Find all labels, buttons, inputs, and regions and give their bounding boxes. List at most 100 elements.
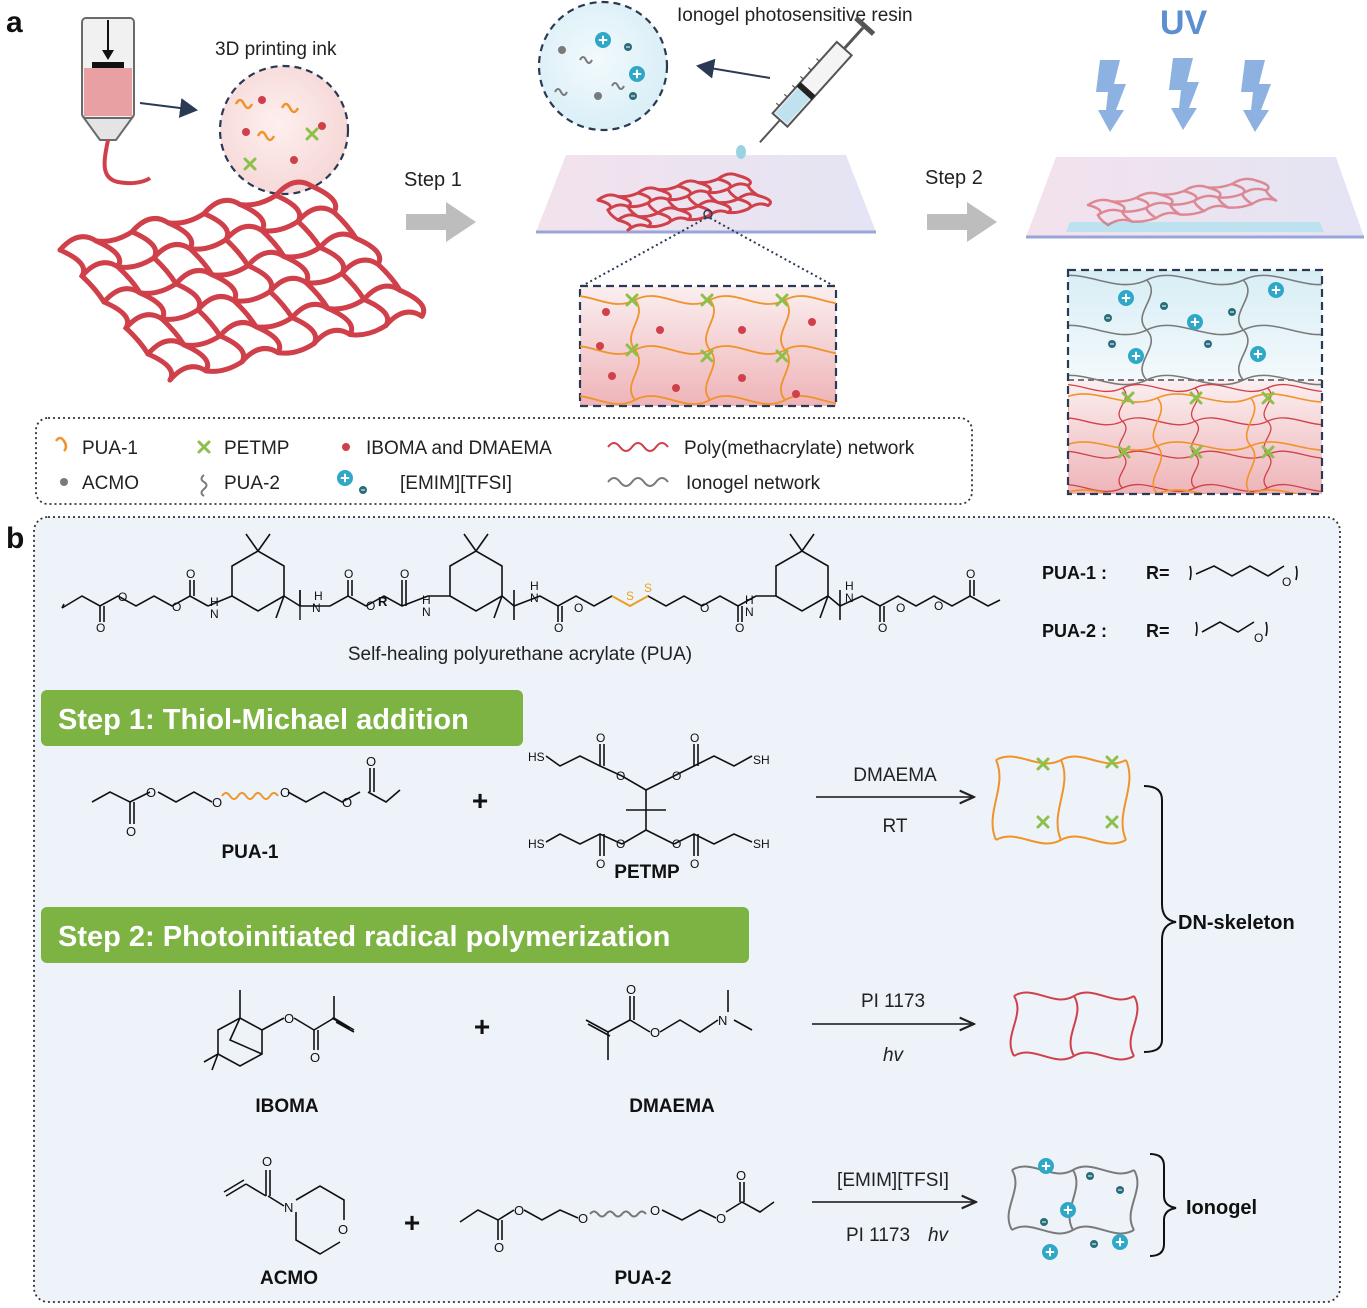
pua1-definition: PUA-1 :: [1042, 563, 1107, 583]
acmo-molecule: [223, 1170, 345, 1255]
svg-text:HS: HS: [528, 837, 545, 851]
svg-text:O: O: [514, 1203, 524, 1218]
svg-text:N: N: [422, 605, 431, 619]
pua2-chain: [589, 1210, 647, 1218]
pua2-definition: PUA-2 :: [1042, 621, 1107, 641]
svg-text:O: O: [690, 731, 699, 745]
step2-label: Step 2: [925, 167, 983, 189]
svg-text:N: N: [312, 601, 321, 615]
svg-text:H: H: [530, 579, 539, 593]
legend-acmo-icon: [60, 478, 68, 486]
svg-text:S: S: [644, 581, 652, 595]
svg-text:O: O: [212, 795, 222, 810]
svg-text:O: O: [616, 837, 625, 851]
svg-text:O: O: [280, 785, 290, 800]
pua-caption: Self-healing polyurethane acrylate (PUA): [348, 644, 692, 665]
legend-ionogel-network-icon: [607, 477, 669, 487]
thiol-michael-network: [991, 755, 1131, 845]
poly-methacrylate-network: [1009, 991, 1139, 1061]
reaction1-reagent2: PETMP: [614, 862, 680, 883]
svg-text:N: N: [284, 1200, 293, 1215]
svg-text:N: N: [718, 1013, 727, 1028]
svg-text:O: O: [736, 1168, 746, 1183]
step1-banner: Step 1: Thiol-Michael addition: [41, 690, 523, 746]
zoom-network-ink: [578, 284, 838, 408]
svg-text:O: O: [342, 795, 352, 810]
svg-text:O: O: [616, 769, 625, 783]
svg-text:O: O: [626, 982, 636, 997]
pua1-molecule: [91, 768, 401, 824]
reaction3-condition-below-b: hv: [928, 1225, 950, 1246]
svg-text:O: O: [366, 599, 375, 613]
svg-text:O: O: [554, 621, 563, 635]
pua1-r-structure: [1189, 565, 1298, 581]
uv-label: UV: [1160, 4, 1208, 42]
svg-text:O: O: [672, 769, 681, 783]
ionogel-label: Ionogel: [1186, 1197, 1257, 1219]
svg-text:O: O: [966, 567, 975, 581]
legend-pua2-icon: [200, 474, 208, 497]
svg-text:O: O: [735, 621, 744, 635]
svg-text:O: O: [716, 1211, 726, 1226]
svg-text:O: O: [310, 1050, 320, 1065]
svg-text:O: O: [878, 621, 887, 635]
svg-text:R: R: [378, 594, 388, 609]
svg-text:N: N: [745, 605, 754, 619]
svg-text:O: O: [700, 601, 709, 615]
disulfide-bond: [611, 595, 649, 608]
panel-b-label: b: [6, 522, 24, 555]
ink-title: 3D printing ink: [215, 39, 337, 60]
uv-bolts-icon: [1096, 58, 1271, 132]
dn-skeleton-label: DN-skeleton: [1178, 912, 1295, 934]
svg-text:O: O: [574, 601, 583, 615]
ionogel-network: [1007, 1157, 1139, 1261]
legend: PUA-1 PETMP IBOMA and DMAEMA Poly(methac…: [35, 417, 973, 505]
reaction2-reagent2: DMAEMA: [629, 1096, 715, 1117]
syringe-icon: [759, 16, 876, 143]
svg-text:O: O: [650, 1025, 660, 1040]
pua2-molecule: [459, 1182, 775, 1240]
legend-anion-icon: [358, 485, 368, 495]
svg-text:O: O: [172, 600, 181, 614]
svg-text:HS: HS: [528, 750, 545, 764]
legend-emim: [EMIM][TFSI]: [400, 473, 512, 494]
svg-text:Step 1: Thiol-Michael addition: Step 1: Thiol-Michael addition: [58, 704, 469, 736]
svg-text:O: O: [284, 1011, 294, 1026]
svg-text:O: O: [262, 1154, 272, 1169]
dmaema-molecule: [585, 990, 753, 1060]
reaction2-condition-above: PI 1173: [861, 991, 925, 1012]
svg-text:H: H: [422, 593, 431, 607]
svg-text:O: O: [596, 857, 605, 871]
pua-atoms: O O O O N H H N O O R O H N H N O O S S …: [96, 567, 975, 635]
legend-petmp: PETMP: [224, 438, 289, 459]
legend-poly-network-icon: [607, 442, 669, 452]
legend-pua1: PUA-1: [82, 438, 138, 459]
panel-a-label: a: [6, 6, 23, 39]
svg-text:SH: SH: [753, 837, 770, 851]
resin-title: Ionogel photosensitive resin: [677, 5, 913, 26]
legend-acmo: ACMO: [82, 473, 139, 494]
reaction1-reagent1: PUA-1: [221, 842, 278, 863]
legend-ionogel-network: Ionogel network: [686, 473, 821, 494]
plus-3: +: [404, 1207, 420, 1238]
zoom-network-dual: [1066, 268, 1324, 496]
svg-text:H: H: [845, 579, 854, 593]
reaction1-condition-above: DMAEMA: [853, 765, 937, 786]
step1-label: Step 1: [404, 169, 462, 191]
step1-arrow: [406, 202, 476, 242]
legend-pua1-icon: [54, 436, 68, 452]
step2-banner: Step 2: Photoinitiated radical polymeriz…: [41, 907, 749, 963]
svg-text:N: N: [845, 591, 854, 605]
reaction3-reagent1: ACMO: [260, 1268, 318, 1289]
petmp-molecule: [545, 744, 753, 856]
reaction3-condition-below-a: PI 1173: [846, 1225, 910, 1246]
legend-poly-network: Poly(methacrylate) network: [684, 438, 915, 459]
reaction3-condition-above: [EMIM][TFSI]: [837, 1170, 949, 1191]
svg-text:O: O: [578, 1211, 588, 1226]
legend-pua2: PUA-2: [224, 473, 280, 494]
reaction2-reagent1: IBOMA: [255, 1096, 319, 1117]
svg-text:H: H: [210, 595, 219, 609]
svg-text:O: O: [1282, 575, 1291, 589]
svg-text:Step 2: Photoinitiated radical: Step 2: Photoinitiated radical polymeriz…: [58, 921, 670, 953]
